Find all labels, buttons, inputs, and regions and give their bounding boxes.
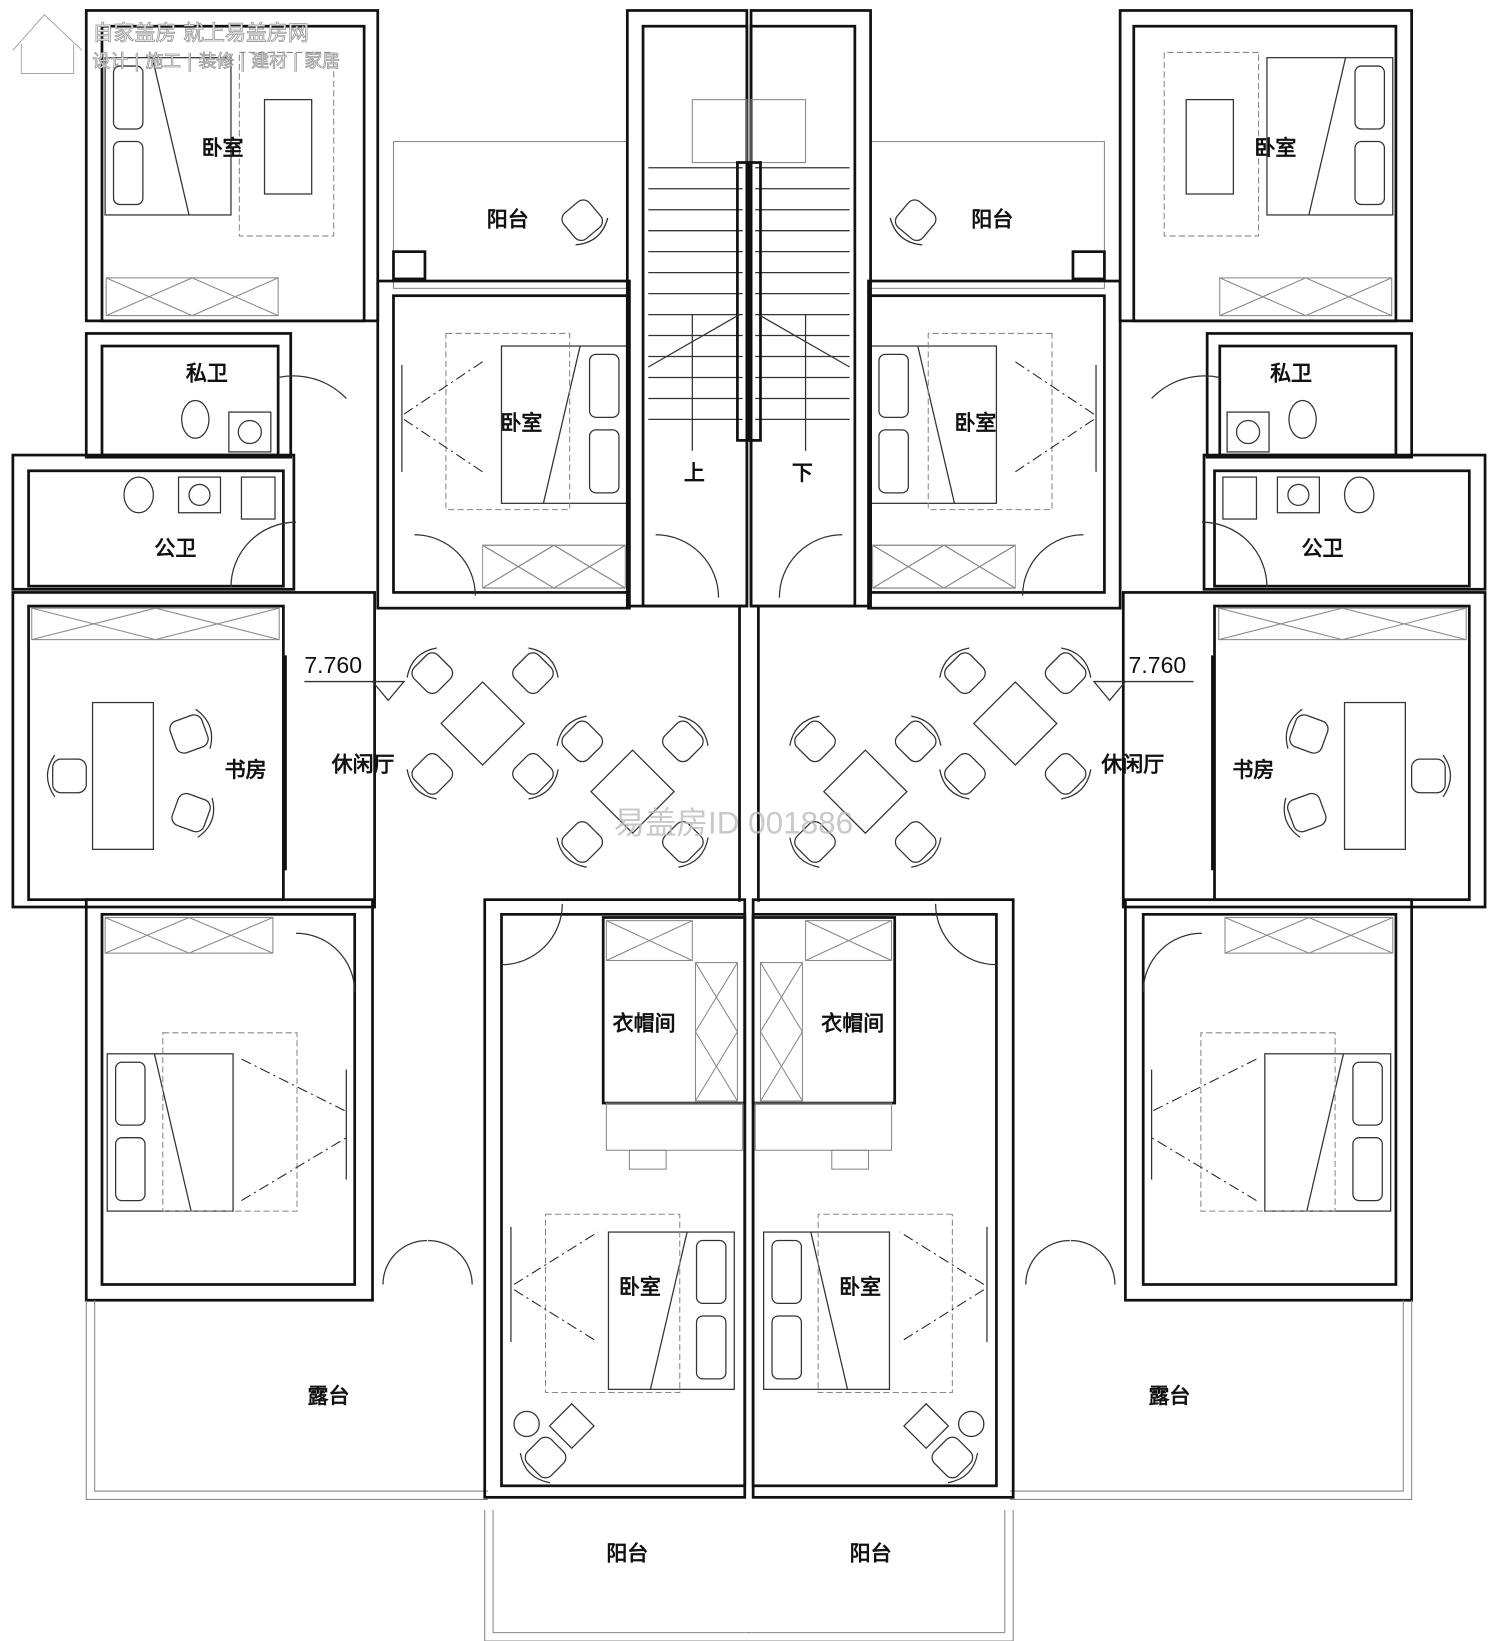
room-label-study-right: 书房 [1232,758,1274,782]
room-label-lounge-left: 休闲厅 [331,753,395,777]
room-label-master-bedroom-left: 卧室 [202,136,244,160]
logo-services: 设计 | 施工 | 装修 | 建材 | 家居 [93,51,340,72]
room-label-closet-right: 衣帽间 [821,1012,884,1036]
room-label-bedroom-center-left: 卧室 [500,411,542,435]
room-label-public-bath-left: 公卫 [154,537,196,561]
stair-up-label: 上 [684,461,705,485]
room-label-bedroom-lower-right: 卧室 [839,1275,881,1299]
level-mark-left: 7.760 [304,652,362,678]
room-label-public-bath-right: 公卫 [1302,537,1344,561]
room-label-lounge-right: 休闲厅 [1100,753,1164,777]
logo-slogan: 自家盖房 就上易盖房网 [93,21,309,45]
watermark: 易盖房ID 001886 [614,806,853,841]
room-label-terrace-left: 露台 [308,1384,350,1408]
right-unit-walls [748,10,1485,1641]
room-label-bedroom-center-right: 卧室 [954,411,996,435]
room-label-closet-left: 衣帽间 [613,1012,676,1036]
site-logo: 自家盖房 就上易盖房网 设计 | 施工 | 装修 | 建材 | 家居 [12,14,340,74]
room-label-balcony-bottom-left: 阳台 [606,1541,648,1565]
stair-down-label: 下 [792,461,813,485]
room-label-master-bedroom-right: 卧室 [1254,136,1296,160]
room-label-balcony-top-right: 阳台 [971,207,1013,231]
room-label-terrace-right: 露台 [1148,1384,1190,1408]
room-label-study-left: 书房 [225,758,267,782]
room-label-private-bath-right: 私卫 [1270,362,1312,386]
room-label-balcony-bottom-right: 阳台 [850,1541,892,1565]
room-label-balcony-top-left: 阳台 [487,207,529,231]
room-label-bedroom-lower-left: 卧室 [619,1275,661,1299]
room-label-private-bath-left: 私卫 [186,362,228,386]
level-mark-right: 7.760 [1129,652,1187,678]
